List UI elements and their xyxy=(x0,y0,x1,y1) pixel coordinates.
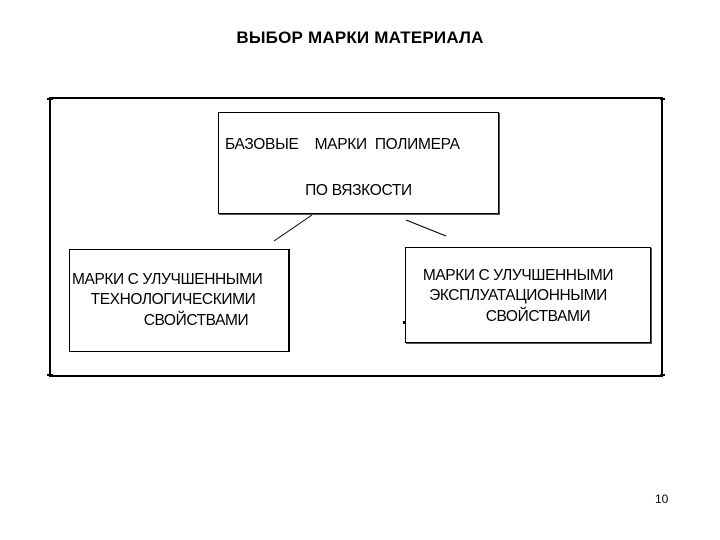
performance-grades-line1: МАРКИ С УЛУЧШЕННЫМИ xyxy=(422,267,614,284)
processing-grades-box: МАРКИ С УЛУЧШЕННЫМИ ТЕХНОЛОГИЧЕСКИМИ СВО… xyxy=(69,249,290,352)
diagram-frame xyxy=(49,97,663,377)
performance-grades-text: МАРКИ С УЛУЧШЕННЫМИ ЭКСПЛУАТАЦИОННЫМИ СВ… xyxy=(406,266,650,327)
base-grades-line1: БАЗОВЫЕ МАРКИ ПОЛИМЕРА xyxy=(225,136,460,153)
base-grades-box: БАЗОВЫЕ МАРКИ ПОЛИМЕРА ПО ВЯЗКОСТИ xyxy=(218,112,499,214)
page-number: 10 xyxy=(655,492,669,506)
processing-grades-text: МАРКИ С УЛУЧШЕННЫМИ ТЕХНОЛОГИЧЕСКИМИ СВО… xyxy=(70,270,288,331)
performance-grades-box: МАРКИ С УЛУЧШЕННЫМИ ЭКСПЛУАТАЦИОННЫМИ СВ… xyxy=(405,247,651,343)
slide-title: ВЫБОР МАРКИ МАТЕРИАЛА xyxy=(0,28,720,48)
performance-grades-line3: СВОЙСТВАМИ xyxy=(485,307,591,325)
slide-title-text: ВЫБОР МАРКИ МАТЕРИАЛА xyxy=(236,28,484,47)
base-grades-line2: ПО ВЯЗКОСТИ xyxy=(305,182,412,199)
processing-grades-line1: МАРКИ С УЛУЧШЕННЫМИ xyxy=(72,271,263,288)
processing-grades-line2: ТЕХНОЛОГИЧЕСКИМИ xyxy=(90,291,256,309)
processing-grades-line3: СВОЙСТВАМИ xyxy=(143,311,249,329)
performance-grades-line2: ЭКСПЛУАТАЦИОННЫМИ xyxy=(429,287,607,305)
